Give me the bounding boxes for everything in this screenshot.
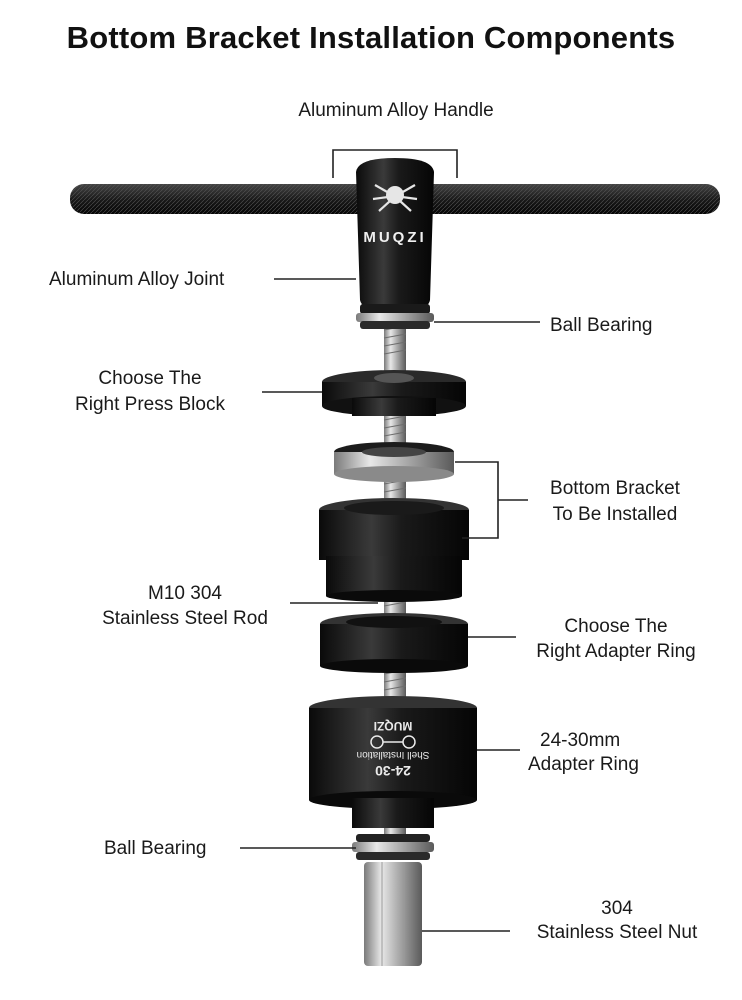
steel-nut — [364, 862, 422, 966]
page-title: Bottom Bracket Installation Components — [66, 20, 676, 55]
label-bottom-bracket-line1: Bottom Bracket — [550, 478, 680, 499]
ball-bearing-bottom — [352, 834, 434, 860]
label-rod-line1: M10 304 — [148, 583, 222, 604]
label-nut-line2: Stainless Steel Nut — [536, 922, 698, 943]
label-adapter-ring-line2: Right Adapter Ring — [536, 641, 696, 662]
svg-text:MUQZI: MUQZI — [374, 719, 413, 733]
label-ball-bearing-bottom: Ball Bearing — [104, 838, 207, 859]
adapter-ring-small — [320, 613, 468, 673]
label-24-30-line1: 24-30mm — [540, 730, 621, 751]
svg-text:MUQZI: MUQZI — [363, 229, 426, 246]
label-rod-line2: Stainless Steel Rod — [102, 608, 268, 629]
bottom-bracket-cup — [319, 498, 469, 602]
label-handle: Aluminum Alloy Handle — [298, 100, 494, 121]
leader-lines — [240, 149, 540, 932]
svg-text:Shell Installation: Shell Installation — [357, 749, 430, 760]
label-nut-line1: 304 — [601, 898, 633, 919]
aluminum-joint: MUQZI — [356, 158, 434, 312]
label-joint: Aluminum Alloy Joint — [49, 269, 225, 290]
press-block — [322, 370, 466, 416]
label-bottom-bracket-line2: To Be Installed — [552, 504, 678, 525]
bottom-bracket-bearing — [334, 442, 454, 482]
adapter-ring-large: 24-30 Shell Installation MUQZI — [309, 696, 477, 828]
label-24-30-line2: Adapter Ring — [528, 754, 639, 775]
label-adapter-ring-line1: Choose The — [564, 616, 668, 637]
label-ball-bearing-top: Ball Bearing — [550, 315, 653, 336]
svg-text:24-30: 24-30 — [375, 763, 411, 779]
label-press-block-line1: Choose The — [98, 368, 202, 389]
label-press-block-line2: Right Press Block — [75, 394, 225, 415]
ball-bearing-top — [356, 304, 434, 329]
